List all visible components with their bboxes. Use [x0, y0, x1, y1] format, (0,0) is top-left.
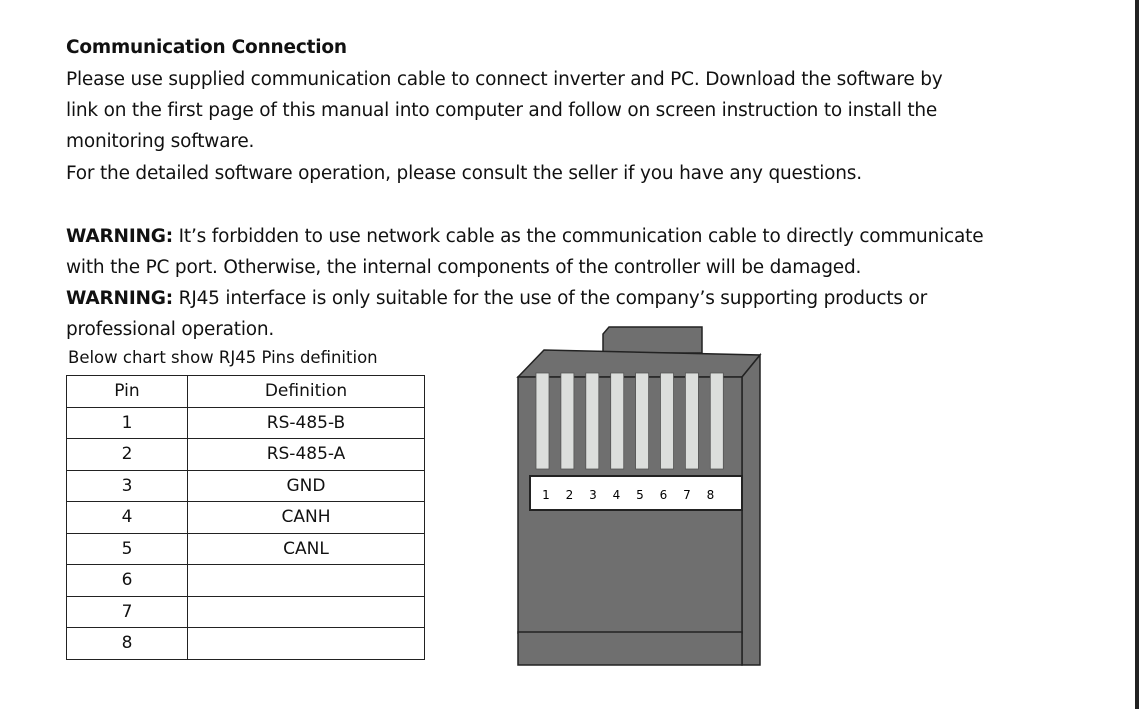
- paragraph-line: Please use supplied communication cable …: [66, 69, 943, 90]
- header-pin: Pin: [66, 375, 188, 408]
- contact-pin: [610, 372, 625, 470]
- plug-tab: [602, 326, 703, 354]
- warning-text: It’s forbidden to use network cable as t…: [178, 226, 984, 247]
- plug-side: [741, 352, 761, 666]
- pin-number-label: 3: [589, 488, 597, 502]
- definition-cell: CANH: [187, 501, 425, 534]
- warning-1: WARNING: It’s forbidden to use network c…: [66, 226, 984, 247]
- table-row: 7: [66, 595, 425, 628]
- warning-label: WARNING:: [66, 226, 173, 247]
- table-caption: Below chart show RJ45 Pins definition: [68, 348, 378, 367]
- table-row: 8: [66, 627, 425, 660]
- contact-pin: [635, 372, 649, 470]
- definition-cell: [187, 595, 425, 628]
- definition-cell: [187, 627, 425, 660]
- warning-text: professional operation.: [66, 319, 275, 340]
- pin-number-label: 6: [660, 488, 668, 502]
- definition-cell: CANL: [187, 532, 425, 565]
- warning-text: with the PC port. Otherwise, the interna…: [66, 257, 862, 278]
- contact-pin: [560, 372, 575, 470]
- pin-cell: 2: [66, 438, 188, 471]
- pin-label-strip: [529, 475, 743, 511]
- paragraph-line: For the detailed software operation, ple…: [66, 163, 862, 184]
- pin-number-label: 7: [683, 488, 691, 502]
- pin-cell: 1: [66, 406, 188, 439]
- pin-number-label: 8: [707, 488, 715, 502]
- pin-cell: 6: [66, 564, 188, 597]
- definition-cell: RS-485-B: [187, 406, 425, 439]
- paragraph-line: link on the first page of this manual in…: [66, 100, 938, 121]
- contact-pin: [685, 372, 699, 470]
- warning-2: WARNING: RJ45 interface is only suitable…: [66, 288, 927, 309]
- table-header-row: Pin Definition: [66, 375, 425, 408]
- pin-number-label: 2: [566, 488, 574, 502]
- pin-number-label: 1: [542, 488, 550, 502]
- warning-label: WARNING:: [66, 288, 173, 309]
- header-definition: Definition: [187, 375, 425, 408]
- contact-pin: [660, 372, 674, 470]
- pin-number-label: 5: [636, 488, 644, 502]
- pin-cell: 8: [66, 627, 188, 660]
- contact-pin: [709, 372, 724, 470]
- pin-number-label: 4: [613, 488, 621, 502]
- plug-base: [517, 631, 743, 666]
- section-heading: Communication Connection: [66, 37, 347, 58]
- contact-pin: [585, 372, 600, 470]
- contact-pin: [535, 372, 550, 470]
- pin-cell: 5: [66, 532, 188, 565]
- definition-cell: GND: [187, 469, 425, 502]
- warning-text: RJ45 interface is only suitable for the …: [178, 288, 928, 309]
- paragraph-line: monitoring software.: [66, 131, 255, 152]
- table-row: 6: [66, 564, 425, 597]
- page-edge: [1135, 0, 1139, 709]
